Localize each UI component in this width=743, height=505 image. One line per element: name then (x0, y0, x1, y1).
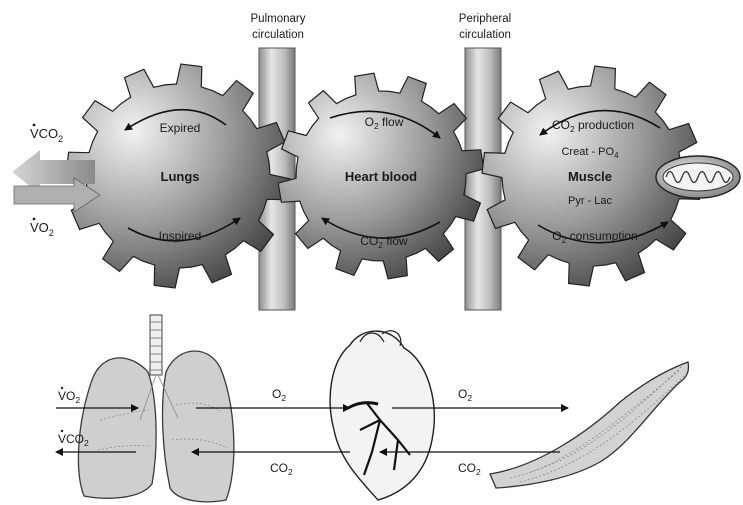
peripheral-label-line2: circulation (459, 29, 511, 41)
co2-heart-muscle-label: CO2 (458, 461, 481, 477)
co2-lung-heart-label: CO2 (270, 461, 293, 477)
heart-co2-flow-label: CO2 flow (360, 234, 408, 250)
o2-heart-muscle-label: O2 (458, 387, 472, 403)
muscle-pyr-lac-label: Pyr - Lac (568, 195, 613, 207)
vo2-bottom-label: VO2 (58, 389, 80, 405)
vco2-bottom-dot (61, 430, 63, 432)
pulmonary-label: Pulmonary (251, 13, 306, 25)
heart-title: Heart blood (345, 169, 417, 184)
mitochondrion-icon (656, 156, 740, 198)
heart-illustration (330, 331, 434, 500)
vco2-dot (33, 124, 36, 127)
trachea-illustration (150, 315, 162, 375)
muscle-co2-production-label: CO2 production (552, 118, 634, 134)
o2-lung-heart-label: O2 (272, 387, 286, 403)
pulmonary-label-line2: circulation (252, 29, 304, 41)
vo2-bottom-dot (61, 387, 63, 389)
muscle-title: Muscle (568, 169, 612, 184)
lungs-expired-label: Expired (160, 121, 201, 135)
vco2-top-label: VCO2 (30, 126, 63, 144)
vo2-dot (33, 218, 36, 221)
muscle-illustration (490, 362, 689, 488)
muscle-creat-po4-label: Creat - PO4 (561, 146, 619, 160)
lungs-inspired-label: Inspired (159, 229, 202, 243)
heart-o2-flow-label: O2 flow (365, 115, 404, 131)
peripheral-circulation-pipe (465, 48, 501, 310)
lungs-title: Lungs (161, 169, 200, 184)
vo2-top-label: VO2 (30, 220, 54, 238)
peripheral-label: Peripheral (459, 13, 511, 25)
